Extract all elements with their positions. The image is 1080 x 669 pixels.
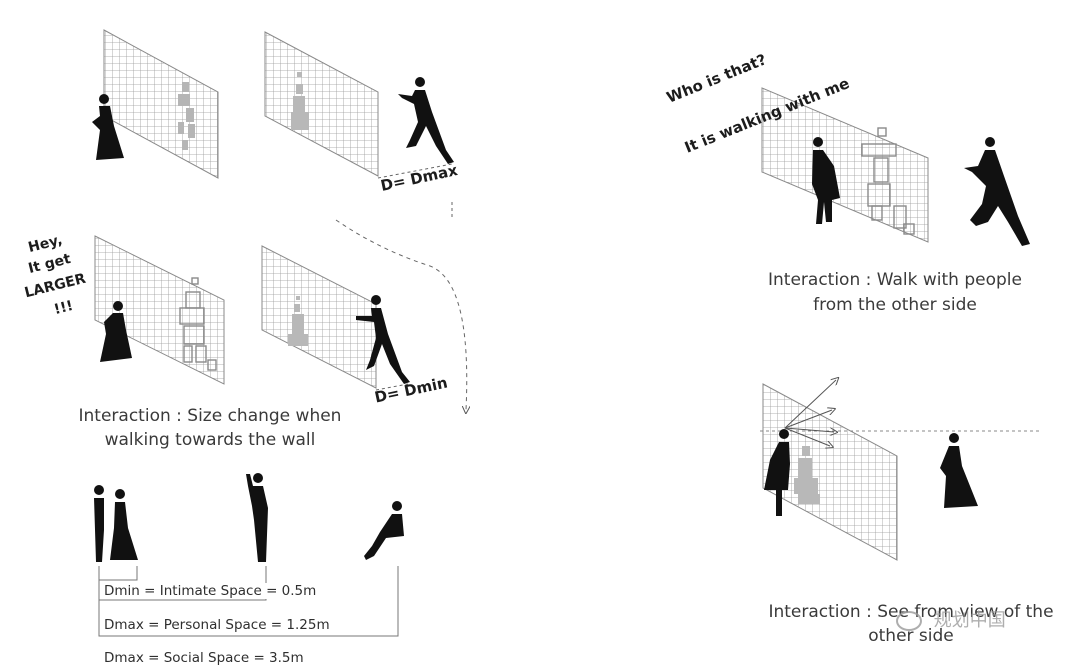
wall-panel-4 (261, 245, 377, 389)
approach-path-arrow (335, 219, 467, 410)
pixel-silhouette-3 (179, 277, 217, 371)
watermark: 规划中国 (896, 606, 1006, 632)
pixel-silhouette-4 (288, 296, 308, 346)
person-silhouette-3 (100, 301, 132, 362)
wall-panel-6 (762, 383, 898, 561)
wechat-icon (896, 611, 922, 631)
caption-size-change-2: walking towards the wall (104, 430, 316, 450)
watermark-text: 规划中国 (933, 610, 1006, 631)
person-standing-2 (110, 489, 138, 560)
pixel-silhouette-5 (861, 127, 915, 235)
person-silhouette-7 (764, 429, 790, 516)
person-standing-1 (94, 485, 104, 562)
caption-size-change-1: Interaction : Size change when (78, 406, 342, 426)
view-rays (784, 380, 836, 446)
legend-dmax-social: Dmax = Social Space = 3.5m (102, 650, 306, 666)
person-standing-3 (246, 473, 268, 562)
person-silhouette-6 (964, 137, 1030, 246)
person-silhouette-1 (92, 94, 124, 160)
person-silhouette-5 (812, 137, 840, 224)
person-silhouette-4 (356, 295, 410, 384)
legend-dmin: Dmin = Intimate Space = 0.5m (102, 583, 319, 599)
legend-dmax-personal: Dmax = Personal Space = 1.25m (102, 617, 332, 633)
person-silhouette-8 (940, 433, 978, 508)
caption-walk-with-2: from the other side (813, 295, 977, 315)
caption-walk-with-1: Interaction : Walk with people (768, 270, 1022, 290)
wall-panel-3 (94, 235, 225, 385)
person-seated (364, 501, 404, 560)
caption-see-view-2: other side (868, 626, 954, 646)
wall-panel-2 (264, 31, 379, 177)
pixel-silhouette-2 (291, 72, 309, 130)
pixel-silhouette-1 (178, 82, 195, 150)
wall-panel-5 (761, 87, 929, 243)
distance-line-max (377, 163, 453, 179)
person-silhouette-2 (398, 77, 454, 164)
pixel-silhouette-6 (794, 446, 820, 504)
wall-panel-1 (103, 29, 219, 179)
